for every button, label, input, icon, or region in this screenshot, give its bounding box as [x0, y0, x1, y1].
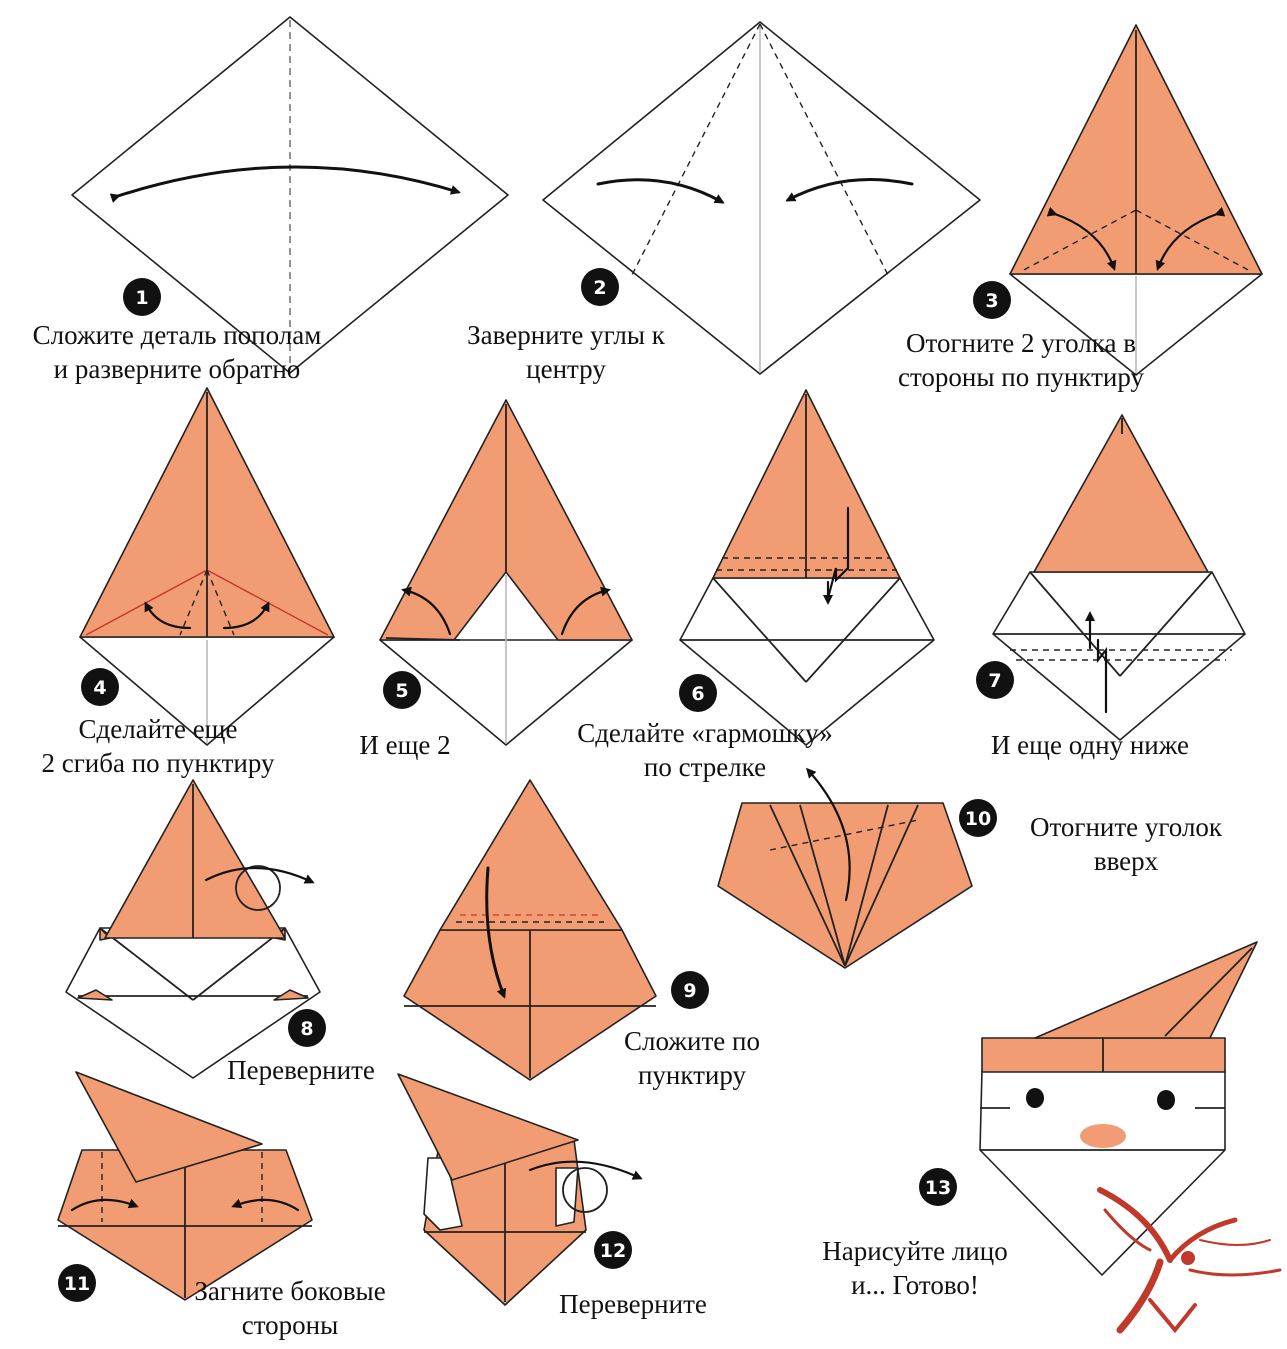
- step-badge-8: 8: [288, 1009, 326, 1047]
- right-eye: [1157, 1090, 1175, 1110]
- svg-text:8: 8: [300, 1018, 313, 1040]
- step-badge-7: 7: [976, 661, 1014, 699]
- svg-text:5: 5: [395, 680, 408, 702]
- step-12-diagram: [398, 1074, 640, 1305]
- caption-line: Отогните уголок: [1006, 810, 1246, 844]
- caption-line: пунктиру: [604, 1058, 780, 1092]
- caption-line: стороны по пунктиру: [866, 360, 1176, 394]
- svg-text:6: 6: [691, 683, 704, 705]
- svg-text:3: 3: [985, 290, 998, 312]
- caption-line: и... Готово!: [800, 1268, 1030, 1302]
- caption-step-8: Переверните: [206, 1053, 396, 1087]
- left-eye: [1026, 1088, 1044, 1108]
- step-badge-1: 1: [123, 278, 161, 316]
- step-badge-12: 12: [594, 1231, 632, 1269]
- caption-step-13: Нарисуйте лицо и... Готово!: [800, 1234, 1030, 1303]
- caption-line: Сделайте еще: [8, 712, 308, 746]
- step-8-diagram: [66, 780, 320, 1078]
- svg-text:1: 1: [135, 287, 148, 309]
- caption-line: центру: [446, 352, 686, 386]
- caption-step-5: И еще 2: [340, 728, 470, 762]
- caption-step-4: Сделайте еще 2 сгиба по пунктиру: [8, 712, 308, 781]
- caption-line: Переверните: [206, 1053, 396, 1087]
- caption-line: И еще одну ниже: [960, 728, 1220, 762]
- caption-step-9: Сложите по пунктиру: [604, 1024, 780, 1093]
- caption-line: 2 сгиба по пунктиру: [8, 746, 308, 780]
- svg-text:10: 10: [965, 808, 991, 830]
- caption-line: Нарисуйте лицо: [800, 1234, 1030, 1268]
- svg-text:9: 9: [683, 980, 696, 1002]
- step-6-diagram: [680, 390, 934, 745]
- svg-text:13: 13: [925, 1177, 951, 1199]
- step-badge-5: 5: [383, 671, 421, 709]
- caption-step-12: Переверните: [536, 1287, 730, 1321]
- caption-step-10: Отогните уголок вверх: [1006, 810, 1246, 879]
- caption-line: И еще 2: [340, 728, 470, 762]
- caption-line: Заверните углы к: [446, 318, 686, 352]
- caption-line: Сделайте «гармошку»: [550, 716, 860, 750]
- caption-step-7: И еще одну ниже: [960, 728, 1220, 762]
- step-badge-6: 6: [679, 674, 717, 712]
- caption-line: и разверните обратно: [0, 352, 354, 386]
- caption-step-3: Отогните 2 уголка в стороны по пунктиру: [866, 326, 1176, 395]
- caption-line: по стрелке: [550, 750, 860, 784]
- caption-step-1: Сложите деталь пополам и разверните обра…: [0, 318, 354, 387]
- step-badge-3: 3: [973, 281, 1011, 319]
- caption-line: Сложите деталь пополам: [0, 318, 354, 352]
- svg-text:2: 2: [593, 277, 606, 299]
- step-7-diagram: [993, 415, 1245, 740]
- step-badge-10: 10: [959, 799, 997, 837]
- step-11-diagram: [58, 1072, 312, 1300]
- svg-text:7: 7: [988, 670, 1001, 692]
- caption-step-2: Заверните углы к центру: [446, 318, 686, 387]
- svg-text:11: 11: [64, 1273, 90, 1295]
- caption-line: Сложите по: [604, 1024, 780, 1058]
- caption-line: Отогните 2 уголка в: [866, 326, 1176, 360]
- step-3-diagram: [1010, 25, 1262, 375]
- caption-line: Загните боковые: [170, 1274, 410, 1308]
- step-10-diagram: [718, 770, 972, 968]
- caption-line: Переверните: [536, 1287, 730, 1321]
- step-badge-4: 4: [81, 668, 119, 706]
- step-badge-13: 13: [919, 1168, 957, 1206]
- nose: [1080, 1124, 1126, 1148]
- svg-text:12: 12: [600, 1240, 626, 1262]
- step-badge-9: 9: [671, 971, 709, 1009]
- step-badge-11: 11: [58, 1264, 96, 1302]
- caption-line: стороны: [170, 1308, 410, 1342]
- step-badge-2: 2: [581, 268, 619, 306]
- caption-step-6: Сделайте «гармошку» по стрелке: [550, 716, 860, 785]
- caption-step-11: Загните боковые стороны: [170, 1274, 410, 1343]
- caption-line: вверх: [1006, 844, 1246, 878]
- svg-text:4: 4: [93, 677, 106, 699]
